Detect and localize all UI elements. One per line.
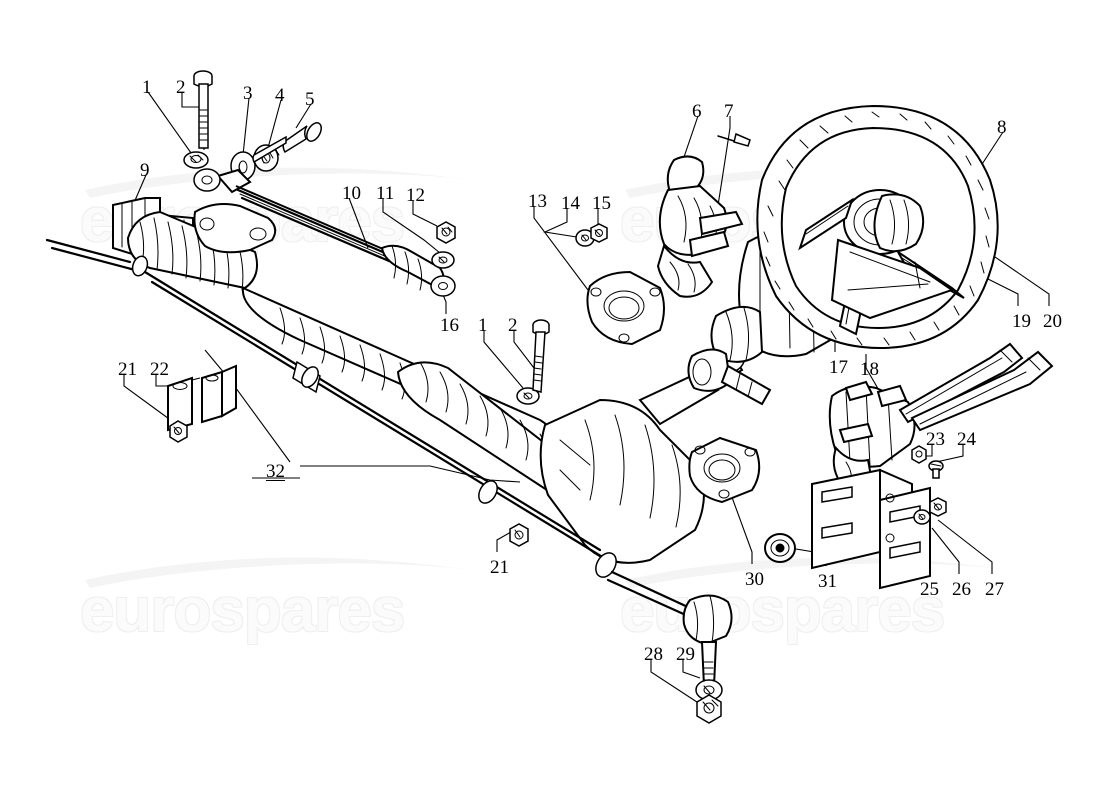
callout-label-6: 6 xyxy=(692,101,702,122)
callout-label-16: 16 xyxy=(440,315,459,336)
column-support-bracket-25 xyxy=(811,468,931,590)
fastener-nut-15 xyxy=(590,223,608,243)
callout-label-28: 28 xyxy=(644,644,663,665)
fastener-nut-27 xyxy=(929,497,947,517)
fastener-bolt-2b xyxy=(532,319,550,393)
callout-label-3: 3 xyxy=(243,83,253,104)
steering-rack-assembly-32 xyxy=(45,210,746,618)
callout-label-23: 23 xyxy=(926,429,945,450)
callout-label-30: 30 xyxy=(745,569,764,590)
fastener-bolt-5 xyxy=(252,122,322,164)
fastener-washer-1 xyxy=(183,151,209,169)
flange-gasket-30 xyxy=(688,436,761,504)
callout-label-2b: 2 xyxy=(508,315,518,336)
callout-label-2: 2 xyxy=(176,77,186,98)
rubber-mount-bush-22 xyxy=(167,364,237,432)
fastener-washer-1b xyxy=(516,387,540,405)
steering-wheel-8 xyxy=(756,104,999,350)
callout-label-1: 1 xyxy=(142,77,152,98)
fastener-nut-21a xyxy=(169,420,188,443)
fastener-nut-12 xyxy=(436,221,456,244)
callout-label-19: 19 xyxy=(1012,311,1031,332)
callout-label-22: 22 xyxy=(150,359,169,380)
callout-label-13: 13 xyxy=(528,191,547,212)
callout-label-24: 24 xyxy=(957,429,976,450)
callout-label-29: 29 xyxy=(676,644,695,665)
callout-label-12: 12 xyxy=(406,185,425,206)
callout-label-18: 18 xyxy=(860,359,879,380)
callout-label-10: 10 xyxy=(342,183,361,204)
callout-label-25: 25 xyxy=(920,579,939,600)
fastener-bolt-2 xyxy=(193,70,213,149)
callout-label-9: 9 xyxy=(140,160,150,181)
callout-label-14: 14 xyxy=(561,193,580,214)
callout-label-26: 26 xyxy=(952,579,971,600)
callout-label-21b: 21 xyxy=(490,557,509,578)
fastener-nut-21b xyxy=(509,523,529,547)
tie-rod-end-ball-joint xyxy=(682,594,733,687)
ignition-lock-housing-6 xyxy=(656,155,744,298)
callout-label-11: 11 xyxy=(376,183,395,204)
tie-rod-10 xyxy=(193,168,456,297)
column-flange-plate-13 xyxy=(586,270,665,346)
callout-label-27: 27 xyxy=(985,579,1004,600)
fastener-castle-nut-28 xyxy=(696,694,722,724)
callout-label-1b: 1 xyxy=(478,315,488,336)
callout-label-7: 7 xyxy=(724,101,734,122)
watermark-swoosh-group xyxy=(85,167,1010,588)
callout-label-5: 5 xyxy=(305,89,315,110)
column-switch-cluster-18 xyxy=(828,342,1054,488)
callout-label-8: 8 xyxy=(997,117,1007,138)
callout-label-4: 4 xyxy=(275,85,285,106)
callout-label-15: 15 xyxy=(592,193,611,214)
fastener-washer-26 xyxy=(913,509,931,525)
callout-label-17: 17 xyxy=(829,357,848,378)
callout-label-32: 32 xyxy=(266,461,285,482)
fastener-screw-24 xyxy=(928,460,944,479)
callout-label-20: 20 xyxy=(1043,311,1062,332)
rubber-grommet-31 xyxy=(764,533,796,563)
callout-label-31: 31 xyxy=(818,571,837,592)
fastener-washer-23 xyxy=(911,445,927,464)
fastener-washer-11 xyxy=(431,251,455,269)
shear-bolt-7 xyxy=(717,132,751,147)
callout-label-21a: 21 xyxy=(118,359,137,380)
